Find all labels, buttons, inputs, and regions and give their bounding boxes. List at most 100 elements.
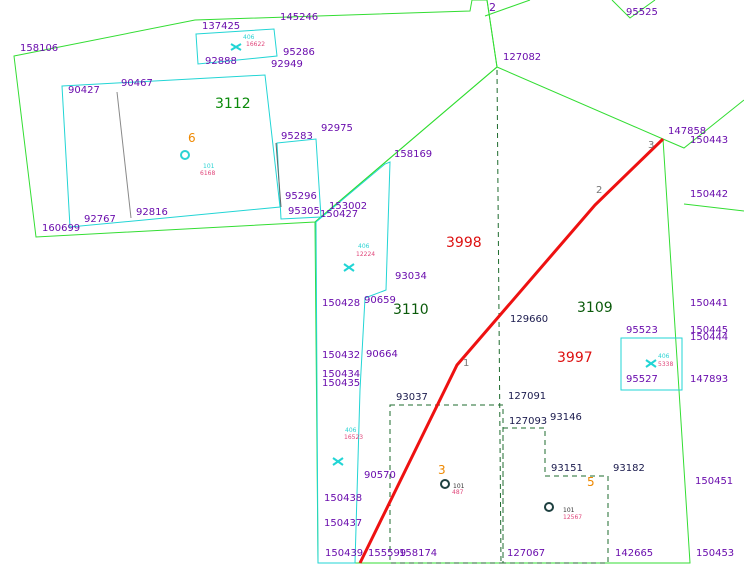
cross-icon [332,457,344,466]
well-symbol-5[interactable] [544,502,554,512]
parcel-id: 90570 [364,470,396,481]
parcel-id: 145246 [280,12,318,23]
parcel-top-right-corner [611,0,656,19]
symbol-code: 101 [453,483,465,490]
route-vertex-labels: 1 2 3 [463,140,654,369]
dashed-building-right[interactable] [502,427,609,564]
parcel-top-right-edge [486,0,498,68]
symbol-value: 16523 [344,434,363,441]
parcel-id: 150439 [325,548,363,559]
parcel-id: 92949 [271,59,303,70]
parcel-id: 127082 [503,52,541,63]
parcel-id: 95525 [626,7,658,18]
symbol-code: 406 [358,243,370,250]
top-label-2: 2 [489,1,496,14]
dashed-building-left[interactable] [389,404,504,564]
well-symbol-3[interactable] [440,479,450,489]
cross-icon [343,263,355,272]
parcel-id: 95305 [288,206,320,217]
parcel-id: 92888 [205,56,237,67]
symbol-value: 12224 [356,251,375,258]
parcel-id: 150441 [690,298,728,309]
parcel-id: 150435 [322,378,360,389]
area-label-3110: 3110 [393,302,429,318]
parcel-id: 158174 [399,548,437,559]
area-label-3112: 3112 [215,96,251,112]
object-number-3: 3 [438,463,446,477]
building-divider-2 [275,142,282,208]
route-line[interactable] [358,137,665,564]
parcel-id: 150432 [322,350,360,361]
symbol-value: 487 [452,489,464,496]
parcel-id: 92767 [84,214,116,225]
parcel-id: 147858 [668,126,706,137]
parcel-id: 150445 [690,325,728,336]
parcel-id: 92975 [321,123,353,134]
parcel-id: 150438 [324,493,362,504]
parcel-id: 160699 [42,223,80,234]
parcel-id: 153002 [329,201,367,212]
parcel-id: 90427 [68,85,100,96]
parcel-id-labels: 137425 145246 158106 95286 92888 92949 9… [20,7,734,559]
parcel-id: 150437 [324,518,362,529]
parcel-id: 93146 [550,412,582,423]
parcel-id: 95523 [626,325,658,336]
area-label-3998: 3998 [446,235,482,251]
symbol-code: 101 [203,163,215,170]
parcel-id: 95527 [626,374,658,385]
parcel-id: 150427 [320,209,358,220]
symbol-value: 16622 [246,41,265,48]
parcel-id: 95286 [283,47,315,58]
parcel-id: 129660 [510,314,548,325]
symbol-code: 406 [658,353,670,360]
parcel-id: 150444 [690,332,728,343]
cross-icon [230,43,242,51]
parcel-id: 90664 [366,349,398,360]
parcel-id: 150434 [322,369,360,380]
parcel-id: 158106 [20,43,58,54]
parcel-id: 90467 [121,78,153,89]
parcel-id: 93034 [395,271,427,282]
parcel-id: 93182 [613,463,645,474]
parcel-id: 150442 [690,189,728,200]
route-vertex-3: 3 [648,140,654,151]
parcel-id: 150443 [690,135,728,146]
parcel-id: 93151 [551,463,583,474]
parcel-top-notch [484,0,531,17]
symbol-value: 12567 [563,514,582,521]
parcel-right-upper [662,99,744,149]
area-labels: 3112 3998 3110 3109 3997 [215,96,613,366]
parcel-id: 127091 [508,391,546,402]
parcel-id: 150451 [695,476,733,487]
parcel-id: 158169 [394,149,432,160]
symbol-code: 101 [563,507,575,514]
parcel-id: 137425 [202,21,240,32]
object-number-6: 6 [188,131,196,145]
parcel-right-mid [683,203,744,212]
parcel-id: 95296 [285,191,317,202]
parcel-3110-3998[interactable] [314,66,691,564]
route-vertex-2: 2 [596,185,602,196]
building-divider [116,91,132,219]
building-small-top[interactable] [195,28,278,65]
area-label-3997: 3997 [557,350,593,366]
symbol-code: 406 [345,427,357,434]
symbol-value: 5338 [658,361,673,368]
symbol-code: 406 [243,34,255,41]
parcel-id: 95283 [281,131,313,142]
parcel-id: 147893 [690,374,728,385]
parcel-id: 127093 [509,416,547,427]
parcel-id: 92816 [136,207,168,218]
orange-labels: 6 3 5 [188,131,595,489]
parcel-3112[interactable] [13,0,498,238]
symbol-value: 6168 [200,170,215,177]
buildings [61,28,683,564]
building-right-small[interactable] [620,337,683,391]
building-strip[interactable] [315,161,391,564]
symbols [180,43,657,512]
route-vertex-1: 1 [463,358,469,369]
well-symbol-6[interactable] [180,150,190,160]
parcel-id: 142665 [615,548,653,559]
parcel-id: 150428 [322,298,360,309]
